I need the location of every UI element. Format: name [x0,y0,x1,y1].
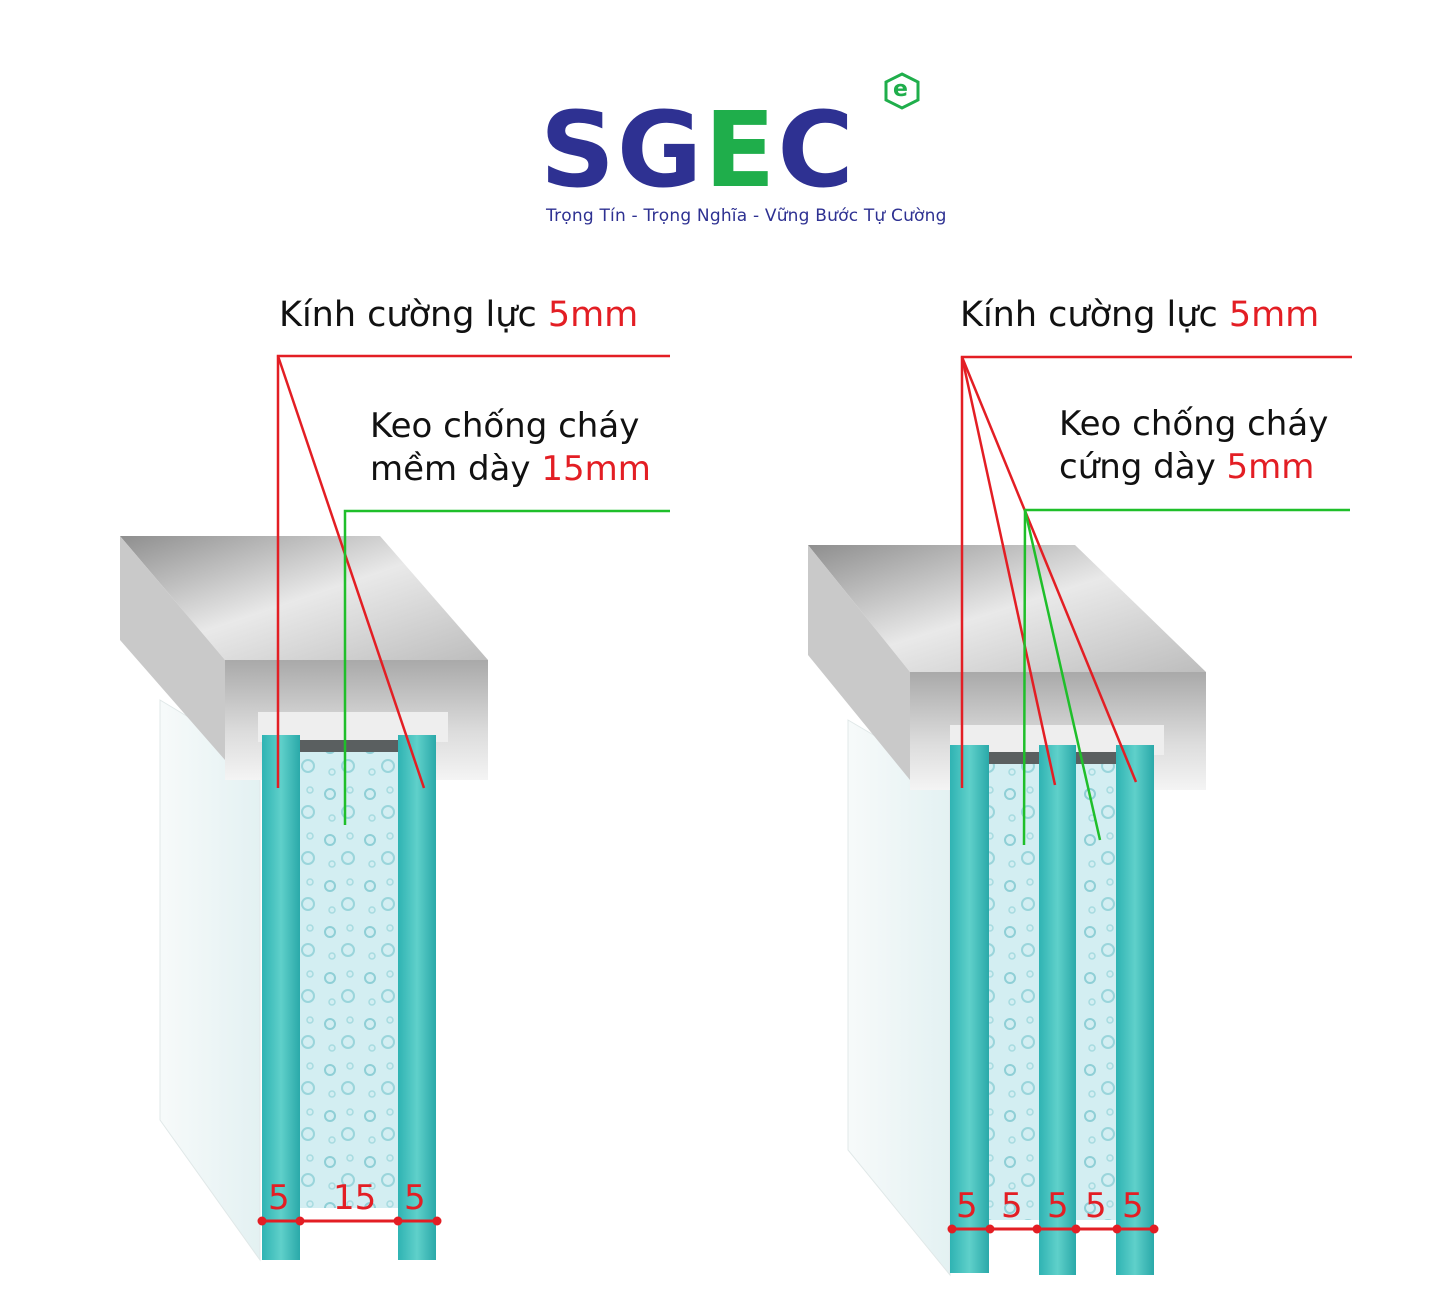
logo-letter-s: S [540,89,617,211]
left-glass-unit [120,536,488,1262]
right-gel-label-line2-text: cứng dày [1059,446,1227,487]
right-glass-label-text: Kính cường lực [960,295,1229,335]
right-glass-label-value: 5mm [1228,295,1320,335]
left-glass-label-text: Kính cường lực [279,295,548,335]
right-dim-1: 5 [956,1186,978,1226]
logo-tagline: Trọng Tín - Trọng Nghĩa - Vững Bước Tự C… [546,206,947,226]
sgec-logo: SGEC e Trọng Tín - Trọng Nghĩa - Vững Bư… [540,70,946,240]
left-gel-label-line2-value: 15mm [541,448,651,489]
left-gel-label-line1: Keo chống cháy [370,406,640,446]
left-dimension-line [257,1216,442,1226]
right-gel-label-line1: Keo chống cháy [1059,404,1329,444]
right-gel-label-line2: cứng dày 5mm [1059,446,1328,489]
right-dim-2: 5 [1001,1186,1023,1226]
logo-wordmark: SGEC [540,98,856,202]
logo-badge-letter: e [893,77,908,102]
logo-letter-c: C [777,89,856,211]
left-glass-label: Kính cường lực 5mm [279,294,638,338]
right-dim-4: 5 [1085,1186,1107,1226]
left-dim-gel: 15 [333,1178,377,1218]
right-gel-label-line2-value: 5mm [1226,446,1315,487]
left-leader-lines [276,354,670,825]
logo-letter-g: G [616,89,705,211]
right-dim-3: 5 [1047,1186,1069,1226]
left-gel-label-line2: mềm dày 15mm [370,448,651,491]
right-dimension-line [947,1224,1159,1234]
right-dim-5: 5 [1122,1186,1144,1226]
logo-badge-icon [884,72,920,110]
left-gel-label: Keo chống cháy mềm dày 15mm [370,405,651,490]
left-dim-glass-2: 5 [404,1178,426,1218]
right-glass-unit [808,545,1206,1277]
logo-letter-e: E [704,89,778,211]
left-gel-label-line2-text: mềm dày [370,448,542,489]
left-glass-label-value: 5mm [547,295,639,335]
left-dim-glass-1: 5 [268,1178,290,1218]
right-glass-label: Kính cường lực 5mm [960,294,1319,338]
right-leader-lines [960,355,1352,846]
right-gel-label: Keo chống cháy cứng dày 5mm [1059,403,1328,488]
